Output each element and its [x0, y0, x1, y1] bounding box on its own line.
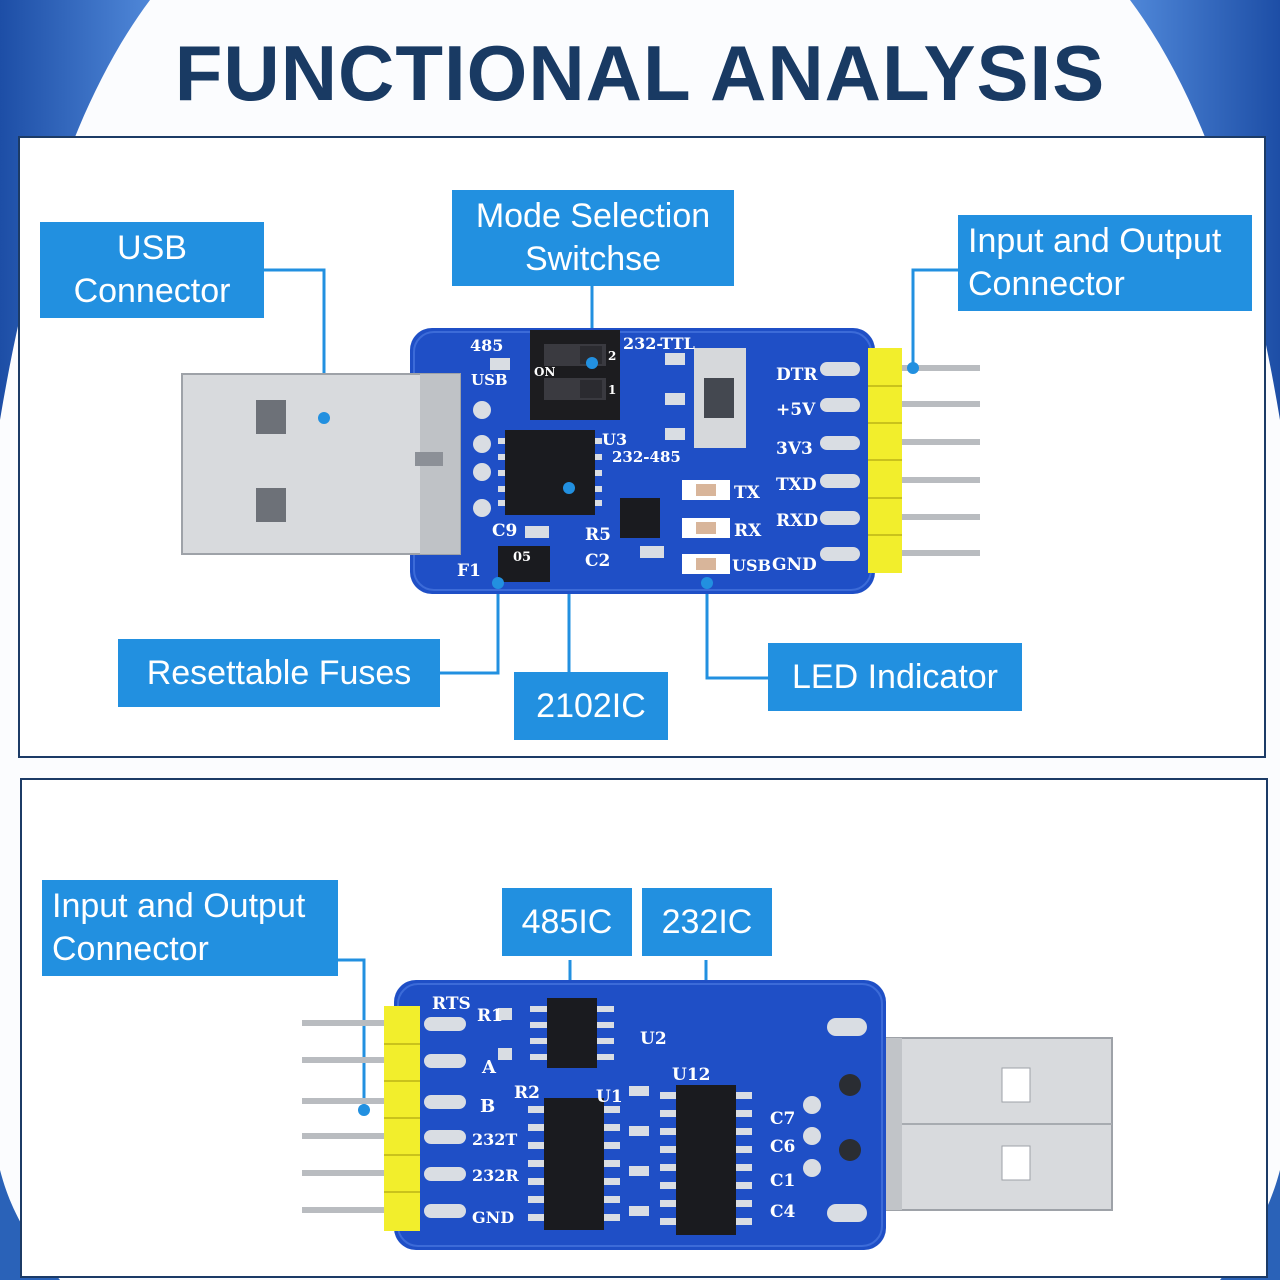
silk-pin-gnd-bottom: GND: [472, 1208, 514, 1227]
silk-r2: R2: [514, 1083, 540, 1103]
top-leds: [682, 480, 730, 574]
top-usb-plug: [182, 374, 460, 554]
label-io-connector-top: Input and Output Connector: [958, 215, 1252, 311]
silk-pin-b: B: [480, 1096, 495, 1117]
bottom-u1-chip: [544, 1098, 604, 1230]
silk-f1: F1: [457, 561, 481, 581]
label-usb-connector: USB Connector: [40, 222, 264, 318]
silk-c2: C2: [585, 551, 610, 571]
label-2102ic: 2102IC: [514, 672, 668, 740]
silk-pin-232r: 232R: [472, 1166, 519, 1185]
bottom-485-chip: [547, 998, 597, 1068]
silk-led-rx: RX: [734, 521, 762, 541]
silk-r5: R5: [585, 525, 611, 545]
silk-usb: USB: [471, 371, 508, 389]
silk-c6: C6: [770, 1137, 795, 1157]
silk-mode-232-ttl: 232-TTL: [623, 334, 695, 353]
silk-pin-232t: 232T: [472, 1130, 517, 1149]
silk-chip-sub: 232-485: [612, 448, 681, 466]
bottom-panel: RTS A B 232T 232R GND R1 R2 U1 U2 U12 C7…: [20, 778, 1268, 1278]
silk-u3: U3: [602, 430, 627, 449]
silk-pin-rts: RTS: [432, 994, 471, 1014]
label-resettable-fuses: Resettable Fuses: [118, 639, 440, 707]
page-title: FUNCTIONAL ANALYSIS: [174, 29, 1106, 117]
label-io-connector-bottom: Input and Output Connector: [42, 880, 338, 976]
silk-c9: C9: [492, 521, 517, 541]
silk-pin-rxd: RXD: [776, 511, 818, 531]
silk-dip-on: ON: [534, 365, 555, 379]
silk-led-tx: TX: [734, 483, 761, 503]
silk-dip-1: 1: [608, 383, 616, 397]
silk-mode-485: 485: [470, 336, 503, 355]
top-board-illustration: 485 232-TTL USB U3 232-485 C9 R5 C2 F1 0…: [181, 268, 980, 680]
label-mode-switch: Mode Selection Switchse: [452, 190, 734, 286]
label-232ic: 232IC: [642, 888, 772, 956]
bottom-pcb: [394, 980, 886, 1250]
silk-u2: U2: [640, 1029, 667, 1049]
silk-pin-txd: TXD: [776, 475, 817, 495]
label-led-indicator: LED Indicator: [768, 643, 1022, 711]
silk-pin-gnd: GND: [772, 555, 817, 575]
top-fuse: [498, 546, 550, 582]
bottom-board-illustration: RTS A B 232T 232R GND R1 R2 U1 U2 U12 C7…: [302, 958, 1113, 1250]
top-header-pins: [875, 365, 980, 556]
silk-pin-a: A: [481, 1057, 497, 1078]
label-485ic: 485IC: [502, 888, 632, 956]
silk-c1: C1: [770, 1171, 795, 1191]
top-panel: 485 232-TTL USB U3 232-485 C9 R5 C2 F1 0…: [18, 136, 1266, 758]
bottom-u12-chip: [676, 1085, 736, 1235]
silk-pin-5v: +5V: [776, 400, 816, 420]
silk-r1: R1: [477, 1006, 503, 1026]
silk-dip-2: 2: [608, 349, 616, 363]
silk-led-usb: USB: [732, 556, 771, 575]
silk-pin-dtr: DTR: [776, 365, 818, 385]
silk-u1: U1: [596, 1087, 623, 1107]
silk-u12: U12: [672, 1065, 710, 1085]
silk-pin-3v3: 3V3: [776, 439, 813, 459]
top-main-chip: [505, 430, 595, 515]
silk-c4: C4: [770, 1202, 796, 1222]
bottom-header-pins: [302, 1020, 397, 1213]
silk-c7: C7: [770, 1109, 795, 1129]
silk-fuse-code: 05: [513, 550, 531, 565]
